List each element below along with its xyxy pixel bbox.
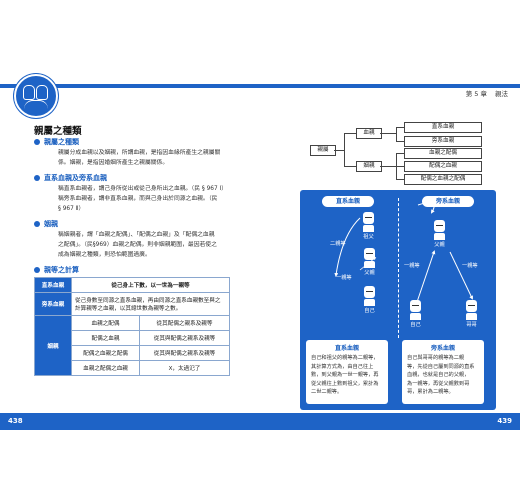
table-cell: 從己身上下數，以一世為一親等	[71, 277, 230, 293]
label-c-one-b: 一親等	[462, 263, 478, 269]
tree-connector	[396, 141, 404, 142]
label-one-degree: 一親等	[336, 275, 352, 281]
bullet-icon	[34, 221, 40, 227]
table-row: 直系血親 從己身上下數，以一世為一親等	[34, 277, 230, 293]
table-row-header: 姻親	[34, 315, 72, 376]
table-cell: 從其配偶之親系及親等	[139, 315, 230, 331]
section-heading: 直系血親及旁系血親	[44, 174, 107, 182]
tree-leaf: 旁系血親	[404, 136, 482, 147]
tree-connector	[344, 166, 356, 167]
collateral-panel-title: 旁系血親	[422, 196, 474, 207]
chapter-number: 第 5 章	[465, 90, 487, 98]
arrow-loop	[417, 202, 435, 214]
tree-connector	[396, 166, 404, 167]
figure-grandfather: 祖父	[363, 212, 374, 240]
footer-bar	[0, 413, 520, 430]
table-row: 血親之配偶之血親 X，太過氾了	[35, 360, 230, 376]
arrow-up-two	[334, 217, 361, 277]
section-heading: 親屬之種類	[44, 138, 79, 146]
tree-connector	[334, 150, 344, 151]
tree-connector	[380, 133, 396, 134]
tree-leaf: 配偶之血親之配偶	[404, 174, 482, 185]
figure-self: 自己	[364, 286, 375, 314]
direct-panel-title: 直系血親	[322, 196, 374, 207]
tree-connector	[396, 127, 404, 128]
table-cell: 從其與配偶之親系及親等	[139, 345, 230, 361]
section-body: 稱姻親者，謂「血親之配偶」、「配偶之血親」及「配偶之血親 之配偶」。（民§969…	[58, 232, 217, 258]
table-cell: 血親之配偶之血親	[70, 360, 141, 376]
section-body: 親屬分成血親以及姻親，所謂血親，是指因血緣所產生之親屬關 係。姻親，是指因婚姻所…	[58, 150, 221, 166]
chapter-logo-icon	[14, 74, 58, 118]
tree-leaf: 直系血親	[404, 122, 482, 133]
table-row: 旁系血親 從己身數至同源之直系血親，再由同源之直系血親數至與之計算親等之血親，以…	[34, 292, 230, 316]
figure-father2: 父親	[434, 220, 445, 248]
tree-root: 親屬	[310, 145, 336, 156]
label-two-degree: 二親等	[330, 241, 346, 247]
section-heading: 親等之計算	[44, 266, 79, 274]
collateral-note: 旁系血親 自己與哥哥的親等為二親 等，先從自己屬到同源的直系 血親，也就是自己的…	[402, 340, 484, 404]
table-cell: 從其與配偶之親系及親等	[139, 330, 230, 346]
tree-blood: 血親	[356, 128, 382, 139]
table-cell: 從己身數至同源之直系血親，再由同源之直系血親數至與之計算親等之血親，以其總世數為…	[71, 292, 230, 316]
table-row: 姻親 血親之配偶 從其配偶之親系及親等	[34, 315, 230, 376]
degree-table: 直系血親 從己身上下數，以一世為一親等 旁系血親 從己身數至同源之直系血親，再由…	[34, 277, 230, 376]
section-heading: 姻親	[44, 220, 58, 228]
tree-connector	[344, 133, 345, 166]
tree-connector	[396, 179, 404, 180]
tree-inlaw: 姻親	[356, 161, 382, 172]
figure-father: 父親	[364, 248, 375, 276]
table-cell: 配偶之血親	[70, 330, 141, 346]
bullet-icon	[34, 175, 40, 181]
label-c-one-a: 一親等	[404, 263, 420, 269]
tree-leaf: 配偶之血親	[404, 161, 482, 172]
tree-connector	[380, 166, 396, 167]
arrow-to-brother	[449, 251, 473, 300]
table-cell: 配偶之血親之配偶	[70, 345, 141, 361]
bullet-icon	[34, 139, 40, 145]
tree-connector	[396, 127, 397, 141]
table-row-header: 旁系血親	[34, 292, 72, 316]
tree-leaf: 血親之配偶	[404, 148, 482, 159]
section-body: 稱直系血親者，謂己身所從出或從己身所出之血親。（民 § 967 Ⅰ） 稱旁系血親…	[58, 186, 228, 212]
tree-connector	[396, 153, 404, 154]
bullet-icon	[34, 267, 40, 273]
arrow-to-father	[415, 250, 436, 306]
chapter-header: 第 5 章親法	[458, 88, 508, 98]
table-row: 配偶之血親 從其與配偶之親系及親等	[35, 330, 230, 346]
direct-note: 直系血親 自己和祖父的親等為二親等， 其計算方式為，由自己往上 數，到父親為一世…	[306, 340, 388, 404]
table-cell: 血親之配偶	[70, 315, 141, 331]
figure-brother: 哥哥	[466, 300, 477, 328]
header-rule	[0, 84, 520, 88]
direct-note-title: 直系血親	[334, 345, 359, 352]
panel-divider	[398, 198, 399, 338]
page-number-left: 438	[8, 417, 23, 425]
page-number-right: 439	[497, 417, 512, 425]
collateral-note-body: 自己與哥哥的親等為二親 等，先從自己屬到同源的直系 血親，也就是自己的父親， 為…	[407, 355, 475, 395]
table-cell: X，太過氾了	[139, 360, 230, 376]
page-title: 親屬之種類	[34, 126, 82, 137]
figure-self2: 自己	[410, 300, 421, 328]
tree-connector	[344, 133, 356, 134]
table-row-header: 直系血親	[34, 277, 72, 293]
collateral-note-title: 旁系血親	[430, 345, 455, 352]
direct-note-body: 自己和祖父的親等為二親等， 其計算方式為，由自己往上 數，到父親為一世一親等，再…	[311, 355, 379, 395]
chapter-subject: 親法	[495, 90, 508, 98]
